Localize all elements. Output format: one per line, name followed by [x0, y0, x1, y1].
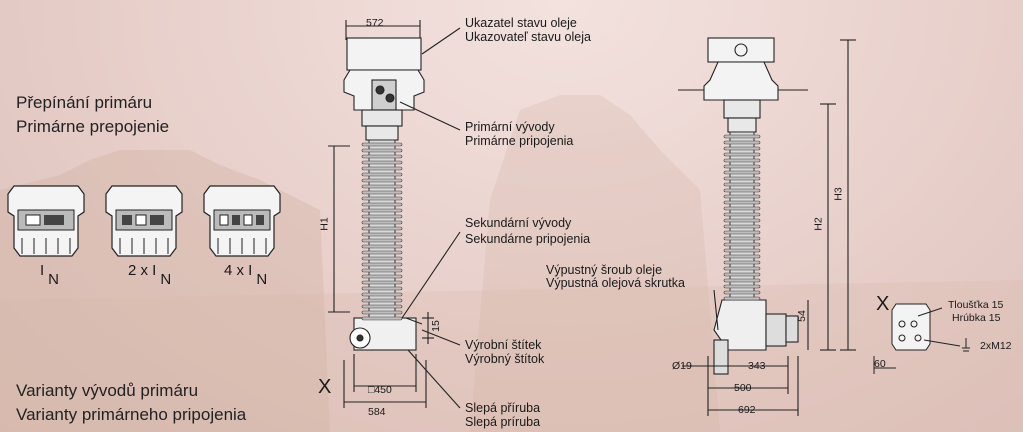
detail-x-mark: X: [876, 293, 890, 315]
connection-3-label: 4 x IN: [224, 262, 268, 288]
transformer-front-view: [328, 20, 461, 409]
connection-head-1: [7, 185, 85, 257]
label-thickness-sk: Hrúbka 15: [952, 312, 1001, 324]
connection-1-label: IN: [40, 262, 60, 288]
label-blind-sk: Slepá príruba: [465, 415, 541, 429]
dim-450: □450: [368, 384, 392, 396]
label-drain-cz: Výpustný šroub oleje: [546, 263, 663, 277]
label-ground-bolts: 2xM12: [980, 340, 1012, 352]
dim-h1: H1: [318, 217, 331, 231]
dim-572: 572: [366, 17, 384, 29]
variants-title-sk: Varianty primárneho pripojenia: [16, 405, 247, 424]
label-thickness-cz: Tloušťka 15: [948, 299, 1004, 311]
label-secondary-sk: Sekundárne pripojenia: [465, 232, 591, 246]
dim-h3: H3: [832, 187, 845, 201]
label-indicator-cz: Ukazatel stavu oleje: [465, 16, 577, 30]
detail-x-view: [873, 303, 970, 374]
label-primary-sk: Primárne pripojenia: [465, 134, 574, 148]
dim-692: 692: [738, 404, 756, 416]
primary-switching-title-sk: Primárne prepojenie: [16, 117, 170, 136]
view-x-mark: X: [318, 376, 332, 398]
label-indicator-sk: Ukazovateľ stavu oleja: [465, 30, 591, 44]
variants-title-cz: Varianty vývodů primáru: [16, 381, 199, 400]
transformer-side-view: [678, 37, 856, 416]
dim-60: 60: [874, 358, 886, 370]
insulator-ribs: [723, 131, 761, 301]
connection-head-3: [203, 185, 281, 257]
dim-343: 343: [748, 360, 766, 372]
label-secondary-cz: Sekundární vývody: [465, 216, 572, 230]
connection-head-2: [105, 185, 183, 257]
label-blind-cz: Slepá příruba: [465, 401, 541, 415]
primary-switching-title-cz: Přepínání primáru: [16, 93, 153, 112]
connection-heads-svg: [7, 185, 281, 257]
dim-19: Ø19: [672, 360, 692, 372]
insulator-ribs: [361, 139, 403, 321]
connection-2-label: 2 x IN: [128, 262, 172, 288]
label-drain-sk: Výpustná olejová skrutka: [546, 276, 685, 290]
dim-584: 584: [368, 406, 386, 418]
dim-500: 500: [734, 382, 752, 394]
label-primary-cz: Primární vývody: [465, 120, 555, 134]
label-plate-cz: Výrobní štítek: [465, 338, 542, 352]
dim-h2: H2: [812, 217, 825, 231]
dim-15: 15: [429, 320, 442, 332]
dim-54: 54: [795, 310, 808, 322]
label-plate-sk: Výrobný štítok: [465, 352, 545, 366]
